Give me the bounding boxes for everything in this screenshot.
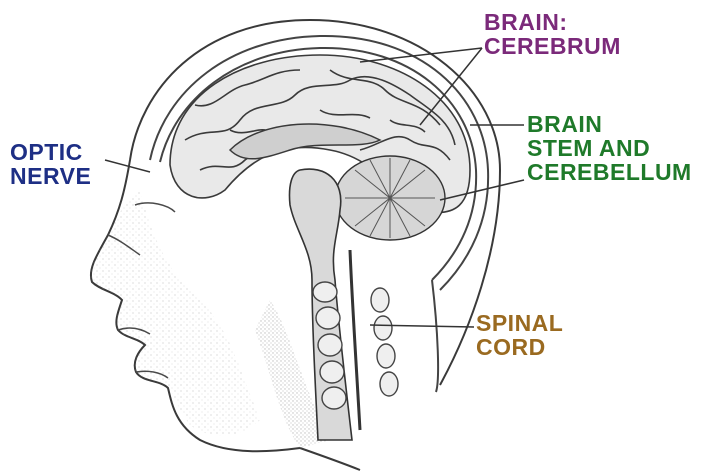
label-optic-nerve: OPTIC NERVE xyxy=(10,140,91,188)
label-spinal-line2: CORD xyxy=(476,335,563,359)
face-shading xyxy=(91,190,330,448)
label-optic-line1: OPTIC xyxy=(10,140,91,164)
label-brainstem-line3: CEREBELLUM xyxy=(527,160,692,184)
label-brainstem-line2: STEM AND xyxy=(527,136,692,160)
label-brain-stem-cerebellum: BRAIN STEM AND CEREBELLUM xyxy=(527,112,692,184)
label-optic-line2: NERVE xyxy=(10,164,91,188)
label-cerebrum-line2: CEREBRUM xyxy=(484,34,621,58)
label-spinal-cord: SPINAL CORD xyxy=(476,311,563,359)
label-brain-cerebrum: BRAIN: CEREBRUM xyxy=(484,10,621,58)
label-brainstem-line1: BRAIN xyxy=(527,112,692,136)
neck-outline xyxy=(432,280,438,392)
label-spinal-line1: SPINAL xyxy=(476,311,563,335)
label-cerebrum-line1: BRAIN: xyxy=(484,10,621,34)
cerebellum xyxy=(335,156,445,240)
spinal-cord xyxy=(350,250,360,430)
